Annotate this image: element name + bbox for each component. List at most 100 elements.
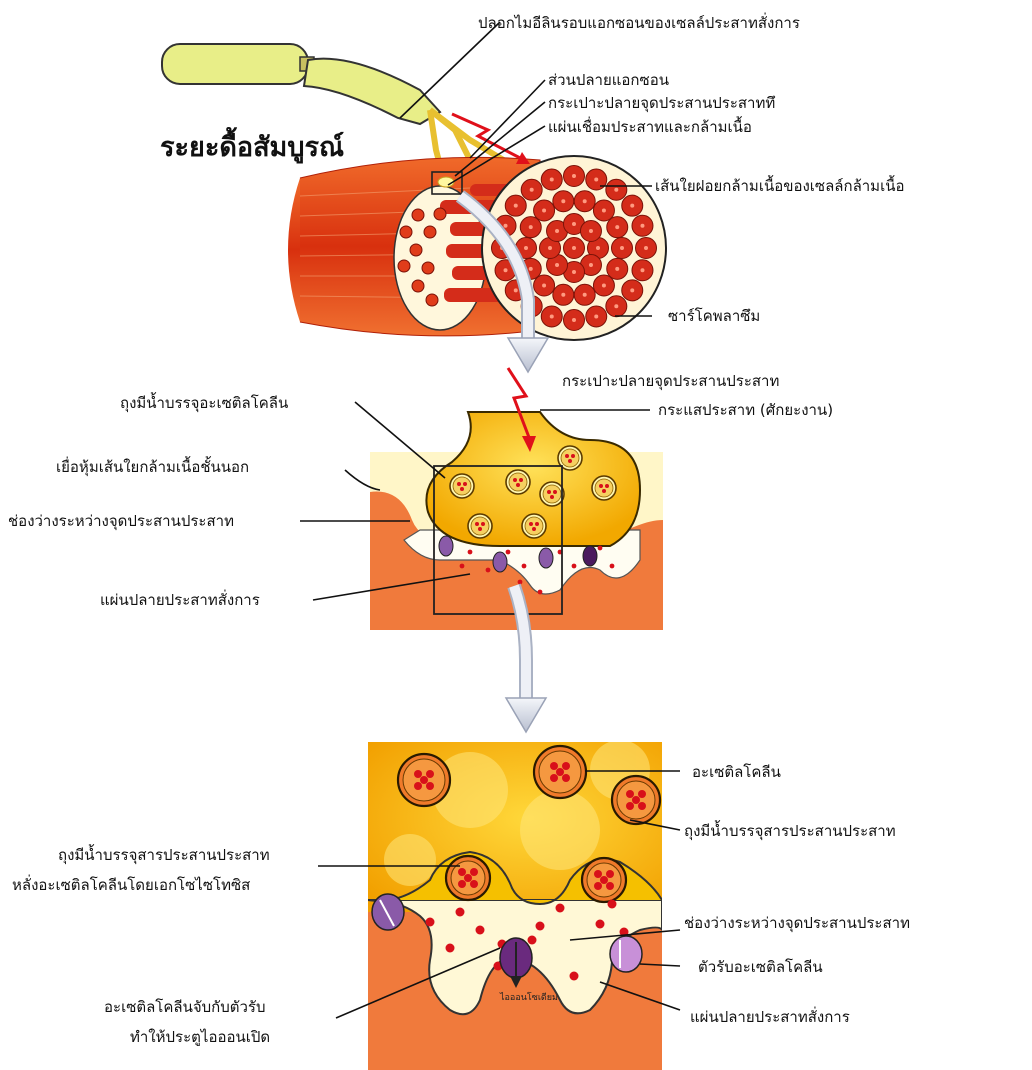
- ach-dot: [481, 522, 485, 526]
- myofibril-core: [529, 225, 533, 229]
- ach-dot: [414, 770, 422, 778]
- ach-dot: [596, 920, 605, 929]
- myofibril-core: [589, 263, 593, 267]
- ach-dot: [594, 870, 602, 878]
- label-motor-end-plate-mid: แผ่นปลายประสาทสั่งการ: [100, 589, 260, 609]
- ach-dot: [553, 490, 557, 494]
- myofibril-core: [555, 263, 559, 267]
- ach-dot: [602, 489, 606, 493]
- ach-dot: [556, 904, 565, 913]
- ach-dot: [565, 454, 569, 458]
- myofibril-core: [529, 267, 533, 271]
- ach-dot: [562, 762, 570, 770]
- myofibril-core: [594, 178, 598, 182]
- myofibril-core: [572, 270, 576, 274]
- label-neuromuscular-junction: แผ่นเชื่อมประสาทและกล้ามเนื้อ: [548, 116, 752, 136]
- label-sarcolemma: เยื่อหุ้มเส้นใยกล้ามเนื้อชั้นนอก: [56, 456, 249, 477]
- ach-dot: [594, 882, 602, 890]
- ach-dot: [610, 564, 615, 569]
- myofibril-core: [596, 246, 600, 250]
- myofibril-core: [572, 318, 576, 322]
- myofibril-core: [594, 314, 598, 318]
- vesicle-inner: [525, 517, 543, 535]
- ach-dot: [535, 522, 539, 526]
- ach-dot: [446, 944, 455, 953]
- ach-dot: [506, 550, 511, 555]
- ach-dot: [550, 774, 558, 782]
- myofibril-core: [572, 246, 576, 250]
- myofibril-core: [514, 204, 518, 208]
- vesicle-inner: [509, 473, 527, 491]
- myofibril-core: [548, 246, 552, 250]
- ach-dot: [606, 882, 614, 890]
- ach-dot: [529, 522, 533, 526]
- ach-dot: [456, 908, 465, 917]
- ach-dot: [468, 550, 473, 555]
- ach-dot: [458, 868, 466, 876]
- ach-dot: [486, 568, 491, 573]
- myofibril-core: [644, 246, 648, 250]
- ach-dot: [426, 918, 435, 927]
- ion-channel-label: ไอออนโซเดียม: [499, 992, 558, 1003]
- ach-dot: [464, 874, 472, 882]
- myofibril-core: [602, 284, 606, 288]
- ach-dot: [522, 564, 527, 569]
- myofibril-core: [514, 288, 518, 292]
- ach-dot: [532, 527, 536, 531]
- ach-dot: [460, 564, 465, 569]
- label-motor-end-plate-bottom: แผ่นปลายประสาทสั่งการ: [690, 1006, 850, 1026]
- ach-dot: [606, 870, 614, 878]
- ach-dot: [638, 802, 646, 810]
- ach-dot: [600, 876, 608, 884]
- myelin-segment-2: [304, 59, 440, 124]
- myofibril-core: [602, 208, 606, 212]
- myofibril-core: [630, 204, 634, 208]
- ach-dot: [475, 522, 479, 526]
- ach-dot: [457, 482, 461, 486]
- myofibril-core: [630, 288, 634, 292]
- ach-dot: [547, 490, 551, 494]
- myofibril-core: [561, 199, 565, 203]
- ach-dot: [516, 483, 520, 487]
- ach-dot: [556, 768, 564, 776]
- myelin-segment-1: [162, 44, 308, 84]
- label-binding-line2: ทำให้ประตูไอออนเปิด: [130, 1028, 270, 1046]
- myofibril-core: [550, 178, 554, 182]
- label-synaptic-cleft-mid: ช่องว่างระหว่างจุดประสานประสาท: [8, 512, 234, 531]
- ach-dot: [460, 487, 464, 491]
- ach-dot: [463, 482, 467, 486]
- myofibril-core: [524, 246, 528, 250]
- ach-dot: [470, 880, 478, 888]
- label-myelin-sheath: ปลอกไมอีลินรอบแอกซอนของเซลล์ประสาทสั่งกา…: [478, 12, 800, 32]
- myofibril-core: [640, 268, 644, 272]
- ach-dot: [550, 495, 554, 499]
- myofibril-core: [615, 267, 619, 271]
- myofibril-core: [550, 314, 554, 318]
- ach-dot: [458, 880, 466, 888]
- label-acetylcholine: อะเซติลโคลีน: [692, 763, 781, 781]
- vesicle-inner: [561, 449, 579, 467]
- label-nerve-impulse: กระแสประสาท (ศักยะงาน): [658, 401, 833, 419]
- label-ach-vesicle: ถุงมีน้ำบรรจุอะเซติลโคลีน: [120, 392, 288, 413]
- myofibril-core: [542, 208, 546, 212]
- ach-dot: [528, 936, 537, 945]
- label-binding-line1: อะเซติลโคลีนจับกับตัวรับ: [104, 998, 266, 1016]
- ach-dot: [599, 484, 603, 488]
- label-synaptic-cleft-bottom: ช่องว่างระหว่างจุดประสานประสาท: [684, 914, 910, 933]
- myofibril-core: [583, 199, 587, 203]
- myofibril-core: [589, 229, 593, 233]
- myofibril-core: [615, 225, 619, 229]
- ach-dot: [605, 484, 609, 488]
- myofibril-core: [572, 222, 576, 226]
- ach-dot: [570, 972, 579, 981]
- ach-dot: [638, 790, 646, 798]
- myofibril-core: [614, 188, 618, 192]
- label-sarcoplasm: ซาร์โคพลาซึม: [668, 307, 760, 325]
- ach-dot: [538, 590, 543, 595]
- label-terminal-bouton-top: กระเปาะปลายจุดประสานประสาททึ: [548, 94, 775, 113]
- label-ach-receptor: ตัวรับอะเซติลโคลีน: [698, 958, 823, 976]
- ach-dot: [470, 868, 478, 876]
- ach-dot: [626, 802, 634, 810]
- myofibril-core: [542, 284, 546, 288]
